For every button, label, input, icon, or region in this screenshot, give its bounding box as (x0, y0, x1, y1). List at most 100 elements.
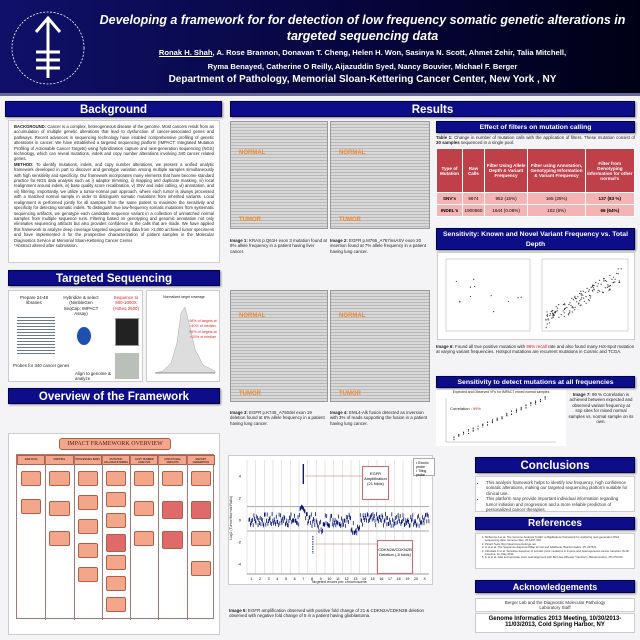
references-list: McKenna A et al. The Genome Analysis Too… (475, 533, 635, 569)
scatter-point (548, 322, 550, 324)
alignment-graphic (115, 353, 139, 379)
scatter-point (597, 283, 599, 285)
chromosome-label: 16 (379, 577, 383, 581)
scatter-point (487, 422, 489, 424)
scatter-point (515, 408, 517, 410)
scatter-point (574, 309, 576, 311)
scatter-point (574, 296, 576, 298)
step-prepare: Prepare 24-48 libraries (19, 295, 49, 306)
scatter-point (570, 304, 572, 307)
tumor-label: TUMOR (239, 217, 261, 223)
scatter-point (463, 432, 465, 434)
lane-header: PROCESSING BAMS (73, 455, 102, 465)
scatter-point (535, 400, 537, 402)
y-tick-label: -2 (237, 540, 241, 545)
step-hybridize: Hybridize & select (NimbleGen SeqCap; IM… (63, 295, 99, 317)
flow-node (190, 561, 211, 576)
scatter-point (564, 304, 566, 306)
scatter-point (585, 295, 587, 298)
scatter-point (472, 430, 474, 432)
read-tracks (331, 122, 429, 228)
normal-label: NORMAL (339, 150, 366, 156)
scatter-point (597, 291, 599, 294)
scatter-point (490, 295, 492, 297)
chromosome-label: 18 (397, 577, 401, 581)
coverage-histogram: Normalized target coverage 98% of target… (146, 290, 220, 382)
scatter-point (496, 417, 498, 419)
flow-node (134, 501, 155, 516)
scatter-point (453, 438, 455, 440)
scatter-point (545, 327, 547, 329)
scatter-point (577, 303, 580, 305)
flow-node (49, 531, 70, 546)
scatter-point (556, 310, 558, 312)
scatter-point (553, 311, 556, 313)
scatter-point (618, 281, 621, 283)
cnv-points (248, 504, 430, 536)
scatter-point (517, 297, 519, 299)
chromosome-label: 11 (336, 577, 340, 581)
scatter-point (474, 285, 476, 288)
scatter-point (577, 296, 579, 298)
background-text: BACKGROUND: Cancer is a complex, heterog… (8, 120, 220, 263)
scatter-point (568, 313, 570, 315)
scatter-point (467, 432, 469, 434)
scatter-point (609, 274, 611, 276)
reference-item: Li H et al. Fast and accurate short read… (485, 556, 631, 560)
scatter-point (596, 285, 598, 287)
cnv-legend: • Exonic probe • Tiling probe (413, 458, 435, 477)
authors-line-2: Ryma Benayed, Catherine O Reilly, Aijazu… (207, 62, 518, 71)
flow-node (77, 495, 98, 510)
scatter-point (589, 297, 591, 299)
presenting-author: Ronak H. Shah (158, 48, 213, 57)
scatter-point (571, 305, 573, 308)
scatter-point (501, 417, 503, 419)
table-cell: 66 (64%) (584, 204, 636, 217)
framework-heading: Overview of the Framework (8, 388, 220, 404)
scatter-point (507, 300, 510, 302)
scatter-point (491, 420, 493, 422)
scatter-point (477, 428, 479, 430)
scatter-point (506, 412, 508, 414)
diagram-title: IMPACT FRAMEWORK OVERVIEW (59, 438, 171, 450)
scatter-point (547, 318, 549, 320)
scatter-point (592, 284, 594, 286)
tumor-label: TUMOR (339, 391, 361, 397)
scatter-point (569, 312, 571, 314)
flow-node (190, 471, 211, 486)
scatter-point (583, 297, 585, 299)
scatter-point (566, 306, 568, 309)
scatter-point (501, 418, 503, 420)
scatter-point (525, 406, 527, 408)
scatter-point (604, 287, 606, 289)
align-label: Align to genome & analyze (75, 371, 111, 382)
scatter-point (558, 316, 560, 318)
sequencer-graphic (115, 318, 139, 346)
scatter-point (588, 300, 590, 302)
scatter-point (506, 413, 508, 415)
chromosome-label: 15 (371, 577, 375, 581)
bead-graphic (77, 327, 91, 345)
scatter-point (553, 314, 555, 316)
scatter-point (530, 402, 532, 404)
scatter-point (473, 278, 475, 280)
scatter-point (459, 300, 461, 302)
scatter-point (608, 285, 611, 287)
scatter-point (571, 297, 573, 299)
flow-node (105, 576, 127, 591)
scatter-point (598, 279, 601, 281)
scatter-point (616, 272, 618, 275)
scatter-point (576, 301, 578, 303)
chromosome-label: 5 (285, 577, 287, 581)
flow-node (162, 501, 183, 519)
scatter-point (491, 420, 493, 422)
lane-divider (45, 455, 47, 620)
flow-node (162, 531, 183, 549)
read-tracks (331, 291, 429, 401)
reference-item: Cibulskis K et al. Sensitive detection o… (485, 549, 631, 557)
scatter-point (580, 304, 582, 306)
scatter-point (568, 304, 570, 306)
y-tick-label: 4 (239, 474, 242, 479)
